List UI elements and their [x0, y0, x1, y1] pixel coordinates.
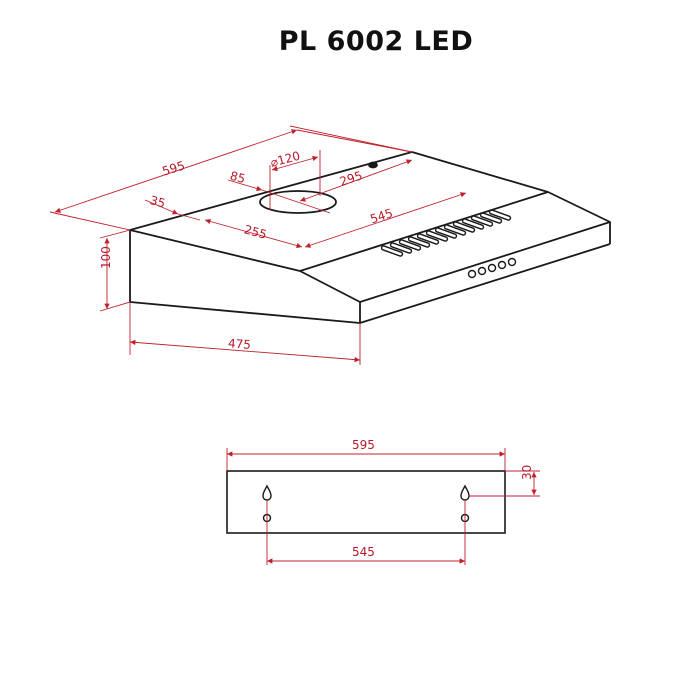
button-5: [507, 257, 517, 267]
dim-100: 100: [99, 246, 113, 269]
keyhole-right: [460, 484, 470, 501]
dimension-lines-top: [49, 125, 467, 365]
dim-545-top: 545: [368, 206, 394, 226]
dim-475: 475: [228, 336, 252, 352]
hood-back-view: 595 545 30: [226, 438, 540, 565]
product-title-text: PL 6002 LED: [278, 26, 474, 57]
dim-85: 85: [229, 169, 247, 186]
dim-595-top: 595: [161, 158, 187, 178]
product-title: PL 6002 LED: [0, 26, 700, 57]
dim-255: 255: [243, 222, 269, 241]
dim-35: 35: [148, 193, 166, 210]
dim-diameter-120: ⌀120: [269, 149, 302, 170]
button-4: [497, 260, 507, 270]
vent-slots: [380, 209, 512, 257]
dim-295: 295: [338, 168, 364, 188]
dim-545-back: 545: [352, 545, 375, 559]
cable-hole: [368, 161, 378, 169]
button-3: [487, 263, 497, 273]
dim-595-back: 595: [352, 438, 375, 452]
dim-30: 30: [520, 465, 534, 480]
control-buttons: [467, 257, 517, 279]
hood-isometric-outline: [129, 151, 611, 324]
button-1: [467, 269, 477, 279]
keyhole-left: [262, 484, 272, 501]
button-2: [477, 266, 487, 276]
back-panel: [226, 470, 506, 534]
